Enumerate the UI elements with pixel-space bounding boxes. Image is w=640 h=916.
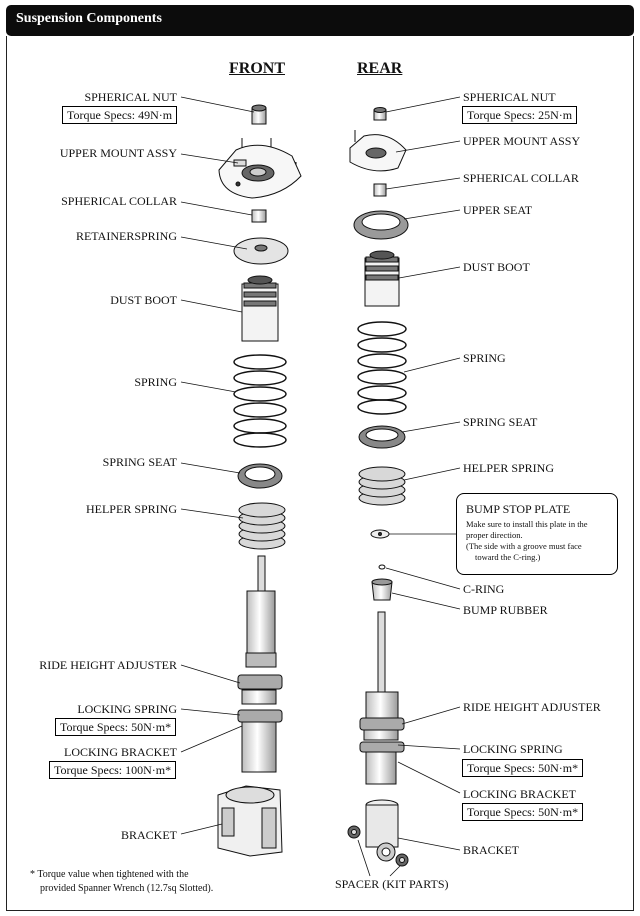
rear-upper-mount-label: UPPER MOUNT ASSY [463, 134, 581, 148]
front-retainer-spring-label: RETAINERSPRING [75, 229, 177, 243]
bump-stop-plate-title: BUMP STOP PLATE [466, 502, 571, 516]
rear-bump-rubber-label: BUMP RUBBER [463, 603, 548, 617]
front-retainer-spring-part [233, 237, 289, 265]
rear-bracket-label: BRACKET [463, 843, 520, 857]
front-spring-seat-part [237, 463, 283, 489]
rear-spring-label: SPRING [463, 351, 506, 365]
front-shock-body-part [237, 555, 283, 773]
front-locking-bracket-torque: Torque Specs: 100N·m* [49, 761, 177, 779]
front-spherical-nut-torque: Torque Specs: 49N·m [62, 106, 178, 124]
front-upper-mount-label: UPPER MOUNT ASSY [59, 146, 177, 160]
front-spherical-nut-part [251, 104, 267, 125]
front-spherical-collar-label: SPHERICAL COLLAR [61, 194, 177, 208]
front-spring-label: SPRING [134, 375, 177, 389]
bump-stop-plate-note: BUMP STOP PLATE Make sure to install thi… [456, 493, 618, 575]
bump-stop-plate-line-3: (The side with a groove must face [466, 541, 582, 551]
front-spherical-nut-label: SPHERICAL NUT [84, 90, 177, 104]
footnote-line-1: * Torque value when tightened with the [30, 869, 189, 880]
footnote: * Torque value when tightened with the p… [30, 868, 213, 896]
bump-stop-plate-line-1: Make sure to install this plate in the [466, 519, 588, 529]
front-locking-spring-torque: Torque Specs: 50N·m* [55, 718, 177, 736]
leader-lines [180, 96, 461, 877]
title-bar: Suspension Components [6, 5, 634, 36]
front-ride-height-adjuster-label: RIDE HEIGHT ADJUSTER [39, 658, 177, 672]
bump-stop-plate-line-4: toward the C-ring.) [475, 552, 541, 562]
footnote-line-2: provided Spanner Wrench (12.7sq Slotted)… [40, 883, 214, 894]
rear-dust-boot-part [364, 250, 400, 307]
rear-c-ring-label: C-RING [463, 582, 505, 596]
bump-stop-plate-line-2: proper direction. [466, 530, 523, 540]
rear-bump-rubber-part [371, 578, 393, 601]
rear-spacer-label: SPACER (KIT PARTS) [335, 877, 449, 891]
rear-spring-seat-part [358, 425, 406, 449]
rear-dust-boot-label: DUST BOOT [463, 260, 530, 274]
rear-c-ring-part [378, 564, 386, 570]
rear-shock-body-part [359, 611, 405, 785]
rear-spherical-collar-label: SPHERICAL COLLAR [463, 171, 579, 185]
rear-bump-stop-plate-part [370, 529, 390, 539]
rear-spherical-nut-torque: Torque Specs: 25N·m [462, 106, 578, 124]
rear-spherical-collar-part [373, 183, 387, 197]
front-dust-boot-part [241, 275, 279, 342]
rear-spring-seat-label: SPRING SEAT [463, 415, 538, 429]
front-dust-boot-label: DUST BOOT [110, 293, 177, 307]
front-helper-spring-part [238, 502, 286, 550]
front-spring-seat-label: SPRING SEAT [102, 455, 177, 469]
front-spherical-collar-part [251, 209, 267, 223]
rear-upper-seat-part [353, 210, 409, 240]
front-upper-mount-part [218, 138, 302, 199]
front-locking-spring-label: LOCKING SPRING [77, 702, 177, 716]
content-frame [6, 36, 634, 911]
rear-spherical-nut-label: SPHERICAL NUT [463, 90, 556, 104]
page-title: Suspension Components [16, 11, 162, 26]
rear-helper-spring-part [358, 466, 406, 506]
rear-heading: REAR [357, 60, 403, 77]
rear-spherical-nut-part [373, 107, 387, 121]
front-locking-bracket-label: LOCKING BRACKET [64, 745, 177, 759]
rear-spring-part [357, 321, 407, 415]
rear-spacer-part [347, 825, 409, 867]
rear-locking-spring-label: LOCKING SPRING [463, 742, 563, 756]
rear-bracket-part [365, 799, 399, 862]
rear-locking-bracket-torque: Torque Specs: 50N·m* [462, 803, 584, 821]
rear-locking-bracket-label: LOCKING BRACKET [463, 787, 576, 801]
front-bracket-label: BRACKET [120, 828, 177, 842]
front-helper-spring-label: HELPER SPRING [85, 502, 177, 516]
rear-ride-height-adjuster-label: RIDE HEIGHT ADJUSTER [463, 700, 601, 714]
bump-stop-plate-text: Make sure to install this plate in the p… [466, 519, 588, 563]
front-bracket-part [217, 785, 283, 857]
rear-upper-seat-label: UPPER SEAT [463, 203, 533, 217]
rear-upper-mount-part [349, 130, 407, 172]
front-spring-part [233, 354, 287, 448]
rear-helper-spring-label: HELPER SPRING [463, 461, 555, 475]
front-heading: FRONT [229, 60, 285, 77]
rear-locking-spring-torque: Torque Specs: 50N·m* [462, 759, 584, 777]
